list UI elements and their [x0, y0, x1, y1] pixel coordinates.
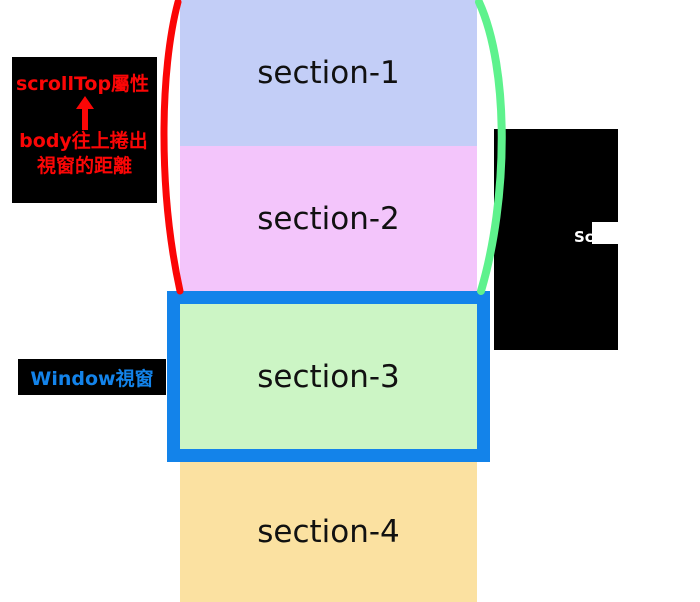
- arrow-shaft-shape: [81, 105, 88, 130]
- section-label: section-2: [257, 201, 400, 237]
- section-block-4: section-4: [180, 462, 477, 602]
- section-block-3: section-3: [180, 292, 477, 462]
- scrolltop-title: scrollTop屬性: [15, 73, 150, 95]
- arrow-up-icon: [12, 96, 157, 130]
- section-label: section-3: [257, 359, 400, 395]
- window-label-text: Window視窗: [30, 367, 154, 390]
- window-annotation-panel: Window視窗: [18, 359, 166, 395]
- viewport-highlight-frame: [167, 291, 490, 462]
- scrolltop-annotation-panel: scrollTop屬性 body往上捲出 視窗的距離: [12, 57, 157, 203]
- section-block-2: section-2: [180, 146, 477, 292]
- left-red-bracket-curve: [160, 0, 184, 295]
- section-label: section-4: [257, 514, 400, 550]
- section-label: section-1: [257, 55, 400, 91]
- label-occluder-bar: [592, 222, 665, 244]
- scrolltop-sub-line-2: 視窗的距離: [36, 155, 132, 177]
- scrolltop-sub-line-1: body往上捲出: [19, 130, 148, 152]
- section-block-1: section-1: [180, 0, 477, 146]
- arrow-head-shape: [75, 96, 94, 109]
